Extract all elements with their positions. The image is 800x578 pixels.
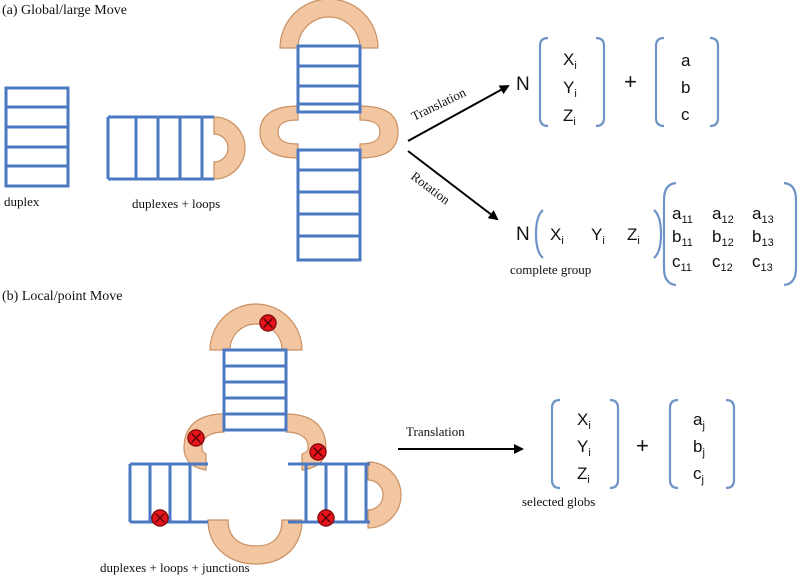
eq-b-plus: + <box>636 433 649 458</box>
eq-a-left-bracket <box>538 36 549 128</box>
eq-r-factor: N <box>516 224 530 245</box>
duplex-shape <box>4 86 70 188</box>
eq-r-a12: a12 <box>712 204 734 226</box>
eq-r-b11: b11 <box>672 227 693 249</box>
rotation-arrow-a <box>407 150 499 221</box>
eq-a-z: Zi <box>563 106 576 128</box>
eq-b-offset-right-bracket <box>725 398 736 490</box>
translation-equation-b: Xi Yi Zi + aj bj cj <box>550 398 736 490</box>
eq-r-y: Yi <box>591 225 605 247</box>
eq-b-z: Zi <box>577 464 590 486</box>
section-b-title: (b) Local/point Move <box>2 289 123 304</box>
section-a-title: (a) Global/large Move <box>2 3 127 18</box>
eq-a-y: Yi <box>563 78 577 100</box>
eq-r-row-right-bracket <box>653 209 663 259</box>
eq-b-left-bracket <box>550 398 561 490</box>
eq-r-c12: c12 <box>712 252 733 274</box>
eq-a-factor: N <box>516 74 530 95</box>
eq-b-y: Yi <box>577 437 591 459</box>
translation-label-b: Translation <box>406 424 465 439</box>
eq-a-offset-c: c <box>681 105 690 124</box>
translation-arrow-a <box>407 85 510 142</box>
duplexes-loops-label: duplexes + loops <box>132 196 220 211</box>
eq-b-x: Xi <box>577 410 591 432</box>
eq-a-x: Xi <box>563 50 577 72</box>
eq-r-c11: c11 <box>672 252 692 274</box>
eq-a-plus: + <box>624 69 637 94</box>
eq-b-offset-b: bj <box>693 437 705 459</box>
duplex-label: duplex <box>4 194 40 209</box>
eq-r-matrix-left-bracket <box>662 181 677 287</box>
complete-group-label: complete group <box>510 262 591 277</box>
eq-a-offset-left-bracket <box>654 36 665 128</box>
red-circled-x-icon <box>259 314 277 332</box>
rotation-equation-a: N Xi Yi Zi a11 a12 a13 b11 b12 b13 c11 c… <box>516 181 798 287</box>
red-circled-x-icon <box>309 443 327 461</box>
eq-r-matrix-right-bracket <box>783 181 798 287</box>
eq-b-offset-a: aj <box>693 410 705 432</box>
eq-r-b13: b13 <box>752 227 774 249</box>
duplexes-loops-junctions-shape <box>128 303 402 565</box>
eq-r-z: Zi <box>627 225 640 247</box>
eq-a-offset-b: b <box>681 78 690 97</box>
eq-a-offset-a: a <box>681 51 691 70</box>
eq-a-right-bracket <box>595 36 606 128</box>
translation-label-a: Translation <box>409 84 469 123</box>
eq-r-row-left-bracket <box>534 209 544 259</box>
duplexes-loops-shape <box>259 0 399 262</box>
eq-b-right-bracket <box>609 398 620 490</box>
red-circled-x-icon <box>187 429 205 447</box>
eq-r-a13: a13 <box>752 204 774 226</box>
eq-a-offset-right-bracket <box>709 36 720 128</box>
eq-r-c13: c13 <box>752 252 773 274</box>
eq-r-a11: a11 <box>672 204 693 226</box>
duplex-loop-shape <box>106 115 246 181</box>
eq-r-x: Xi <box>550 225 564 247</box>
eq-b-offset-c: cj <box>693 464 704 486</box>
red-circled-x-icon <box>317 509 335 527</box>
duplexes-loops-junctions-label: duplexes + loops + junctions <box>100 560 250 575</box>
red-circled-x-icon <box>151 509 169 527</box>
rotation-label-a: Rotation <box>408 168 453 207</box>
selected-globs-label: selected globs <box>522 494 595 509</box>
translation-equation-a: N Xi Yi Zi + a b c <box>516 36 720 128</box>
eq-b-offset-left-bracket <box>668 398 679 490</box>
eq-r-b12: b12 <box>712 227 734 249</box>
